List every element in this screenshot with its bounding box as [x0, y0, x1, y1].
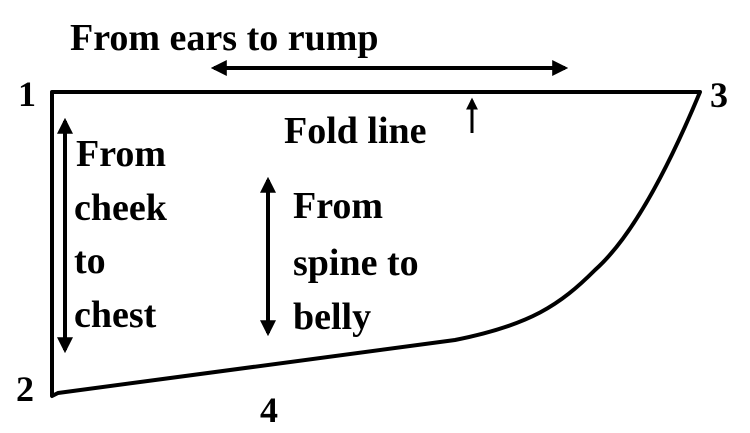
corner-4-label: 4 [260, 390, 278, 428]
middle-label-line-3: belly [293, 296, 371, 338]
left-label-line-4: chest [74, 294, 157, 336]
corner-2-label: 2 [16, 369, 34, 409]
middle-label-line-1: From [293, 185, 383, 227]
top-label: From ears to rump [70, 17, 379, 59]
left-label-line-2: cheek [74, 187, 168, 229]
corner-3-label: 3 [710, 75, 728, 115]
fold-line-label: Fold line [284, 110, 427, 152]
corner-1-label: 1 [18, 74, 36, 114]
middle-label-line-2: spine to [293, 242, 419, 284]
left-label-line-1: From [76, 133, 166, 175]
left-label-line-3: to [74, 240, 106, 282]
pattern-outline [50, 90, 702, 398]
